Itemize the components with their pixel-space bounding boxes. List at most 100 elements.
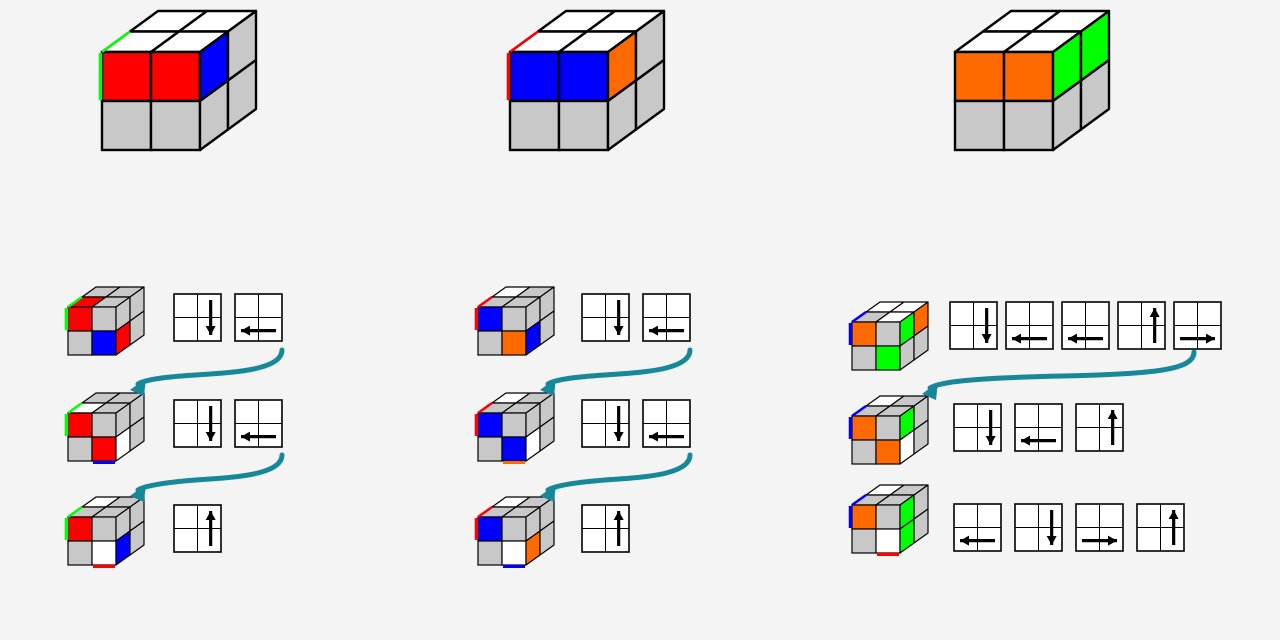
right-sticker [539, 310, 555, 346]
front-sticker [91, 436, 117, 462]
move-arrow-up-icon [1107, 410, 1118, 419]
column-left [64, 9, 285, 568]
left-edge-hint [477, 295, 493, 309]
right-sticker [913, 325, 929, 361]
front-sticker [851, 439, 877, 465]
move-sequence [581, 504, 630, 553]
front-sticker [1002, 50, 1055, 103]
right-sticker [539, 416, 555, 452]
move-arrow-left-icon [1021, 435, 1030, 446]
front-sticker [67, 330, 93, 356]
left-edge-hint [851, 310, 867, 324]
case-row [474, 392, 691, 464]
flow-arrow-head-icon [540, 484, 556, 502]
case-row [64, 286, 283, 356]
front-sticker [508, 99, 561, 152]
front-sticker [875, 415, 901, 441]
front-sticker [875, 439, 901, 465]
front-sticker [100, 99, 153, 152]
front-sticker [501, 330, 527, 356]
front-sticker [501, 306, 527, 332]
front-sticker [91, 330, 117, 356]
front-sticker [477, 436, 503, 462]
front-sticker [67, 540, 93, 566]
small-cube [848, 301, 929, 371]
front-sticker [875, 345, 901, 371]
front-sticker [501, 412, 527, 438]
case-row [64, 496, 222, 568]
move-arrow-down-icon [981, 334, 992, 343]
move-arrow-left-icon [649, 325, 658, 336]
big-cube [506, 9, 666, 152]
front-sticker [875, 528, 901, 554]
front-sticker [67, 412, 93, 438]
move-sequence [581, 399, 691, 448]
front-sticker [100, 50, 153, 103]
front-sticker [501, 436, 527, 462]
move-sequence [173, 504, 222, 553]
move-arrow-down-icon [613, 326, 624, 335]
move-sequence [173, 293, 283, 342]
front-sticker [851, 321, 877, 347]
flow-arrow [545, 347, 693, 387]
move-arrow-left-icon [241, 325, 250, 336]
front-sticker [477, 516, 503, 542]
right-sticker [226, 58, 258, 131]
front-sticker [851, 504, 877, 530]
left-edge-hint [67, 401, 83, 415]
case-row [474, 286, 691, 356]
front-sticker [149, 99, 202, 152]
left-edge-hint [477, 401, 493, 415]
left-edge-hint [851, 404, 867, 418]
left-edge-hint [101, 30, 131, 54]
move-arrow-left-icon [1068, 333, 1077, 344]
front-sticker [875, 321, 901, 347]
flow-arrow-head-icon [922, 382, 938, 400]
front-sticker [91, 306, 117, 332]
move-arrow-down-icon [1046, 536, 1057, 545]
front-sticker [477, 306, 503, 332]
column-middle [474, 9, 693, 568]
big-cube [953, 9, 1111, 152]
front-sticker [91, 540, 117, 566]
move-sequence [953, 503, 1185, 552]
big-cube [98, 9, 258, 152]
left-edge-hint [67, 505, 83, 519]
front-sticker [67, 516, 93, 542]
small-cube [474, 286, 555, 356]
move-arrow-up-icon [1168, 510, 1179, 519]
small-cube [64, 392, 145, 464]
column-right [848, 9, 1222, 556]
front-sticker [91, 412, 117, 438]
front-sticker [91, 516, 117, 542]
right-sticker [129, 310, 145, 346]
move-arrow-left-icon [649, 431, 658, 442]
front-sticker [501, 540, 527, 566]
move-arrow-down-icon [205, 432, 216, 441]
left-edge-hint [477, 505, 493, 519]
move-arrow-down-icon [205, 326, 216, 335]
front-sticker [557, 50, 610, 103]
move-sequence [173, 399, 283, 448]
front-sticker [149, 50, 202, 103]
move-arrow-up-icon [1149, 308, 1160, 317]
move-arrow-up-icon [613, 511, 624, 520]
right-sticker [913, 419, 929, 455]
case-row [848, 395, 1124, 465]
flow-arrow [927, 349, 1197, 391]
small-cube [474, 496, 555, 568]
move-sequence [581, 293, 691, 342]
flow-arrow [135, 347, 285, 387]
left-edge-hint [851, 493, 867, 507]
move-arrow-right-icon [1108, 535, 1117, 546]
right-sticker [1079, 58, 1111, 131]
left-edge-hint [67, 295, 83, 309]
move-arrow-down-icon [985, 436, 996, 445]
small-cube [64, 286, 145, 356]
move-arrow-up-icon [205, 511, 216, 520]
front-sticker [1002, 99, 1055, 152]
front-sticker [477, 330, 503, 356]
front-sticker [557, 99, 610, 152]
move-arrow-left-icon [241, 431, 250, 442]
